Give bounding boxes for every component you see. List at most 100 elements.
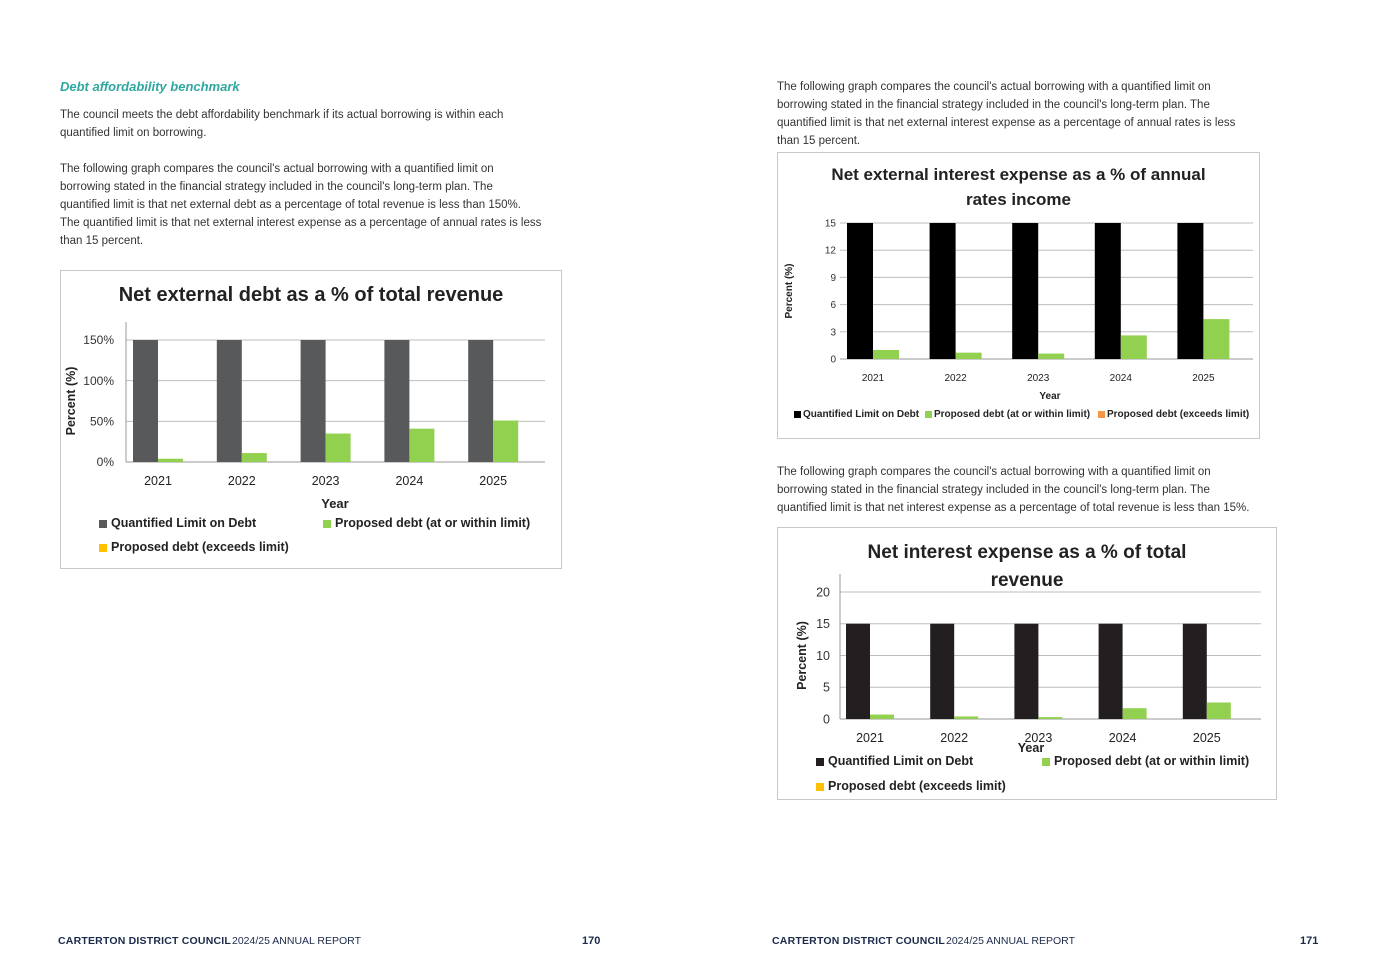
section-heading: Debt affordability benchmark bbox=[60, 79, 240, 94]
y-tick-label: 100% bbox=[83, 374, 114, 388]
x-tick-label: 2024 bbox=[1110, 373, 1133, 384]
legend-label: Proposed debt (at or within limit) bbox=[1054, 754, 1250, 768]
footer-report-title: 2024/25 ANNUAL REPORT bbox=[946, 935, 1075, 947]
y-tick-label: 10 bbox=[816, 649, 830, 663]
y-tick-label: 0 bbox=[823, 712, 830, 726]
legend-swatch bbox=[1098, 410, 1105, 418]
chart-title: Net external debt as a % of total revenu… bbox=[118, 284, 504, 306]
legend-label: Proposed debt (at or within limit) bbox=[335, 516, 531, 530]
legend-swatch bbox=[925, 410, 932, 418]
x-tick-label: 2021 bbox=[144, 474, 172, 488]
x-tick-label: 2021 bbox=[862, 373, 885, 384]
chart-title: Net interest expense as a % of total rev… bbox=[778, 539, 1276, 595]
chart-title: Net external interest expense as a % of … bbox=[778, 162, 1259, 212]
y-tick-label: 5 bbox=[823, 681, 830, 695]
bar-proposed-debt bbox=[493, 420, 519, 462]
y-tick-label: 15 bbox=[816, 617, 830, 631]
y-tick-label: 6 bbox=[830, 300, 836, 311]
x-axis-label: Year bbox=[1039, 391, 1060, 402]
legend-item-exceeds: Proposed debt (exceeds limit) bbox=[816, 779, 1006, 793]
x-axis-label: Year bbox=[321, 496, 348, 511]
x-tick-label: 2025 bbox=[1192, 373, 1215, 384]
y-tick-label: 20 bbox=[816, 585, 830, 599]
x-tick-label: 2023 bbox=[312, 474, 340, 488]
x-tick-label: 2025 bbox=[1193, 731, 1221, 745]
x-tick-label: 2023 bbox=[1024, 731, 1052, 745]
bar-quantified-limit bbox=[846, 623, 870, 719]
y-tick-label: 0% bbox=[97, 455, 115, 469]
bar-quantified-limit bbox=[1182, 623, 1207, 719]
legend-swatch bbox=[99, 519, 107, 528]
bar-quantified-limit bbox=[1177, 223, 1204, 359]
bar-quantified-limit bbox=[384, 340, 410, 462]
x-tick-label: 2022 bbox=[228, 474, 256, 488]
chart-title-text: Net external interest expense as a % of … bbox=[831, 165, 1206, 209]
bar-quantified-limit bbox=[1098, 623, 1123, 719]
bar-quantified-limit bbox=[1012, 223, 1039, 359]
bar-proposed-debt bbox=[870, 714, 894, 719]
legend-label: Quantified Limit on Debt bbox=[828, 754, 974, 768]
x-tick-label: 2022 bbox=[940, 731, 968, 745]
debt-benchmark-paragraph: The following graph compares the council… bbox=[60, 163, 542, 247]
y-tick-label: 3 bbox=[830, 327, 836, 338]
bar-quantified-limit bbox=[216, 340, 242, 462]
intro-paragraph: The council meets the debt affordability… bbox=[60, 109, 504, 139]
legend-label: Proposed debt (exceeds limit) bbox=[828, 779, 1006, 793]
bar-proposed-debt bbox=[1206, 702, 1231, 719]
bar-quantified-limit bbox=[133, 340, 158, 462]
y-tick-label: 12 bbox=[825, 246, 837, 257]
bar-quantified-limit bbox=[1014, 623, 1039, 719]
x-tick-label: 2023 bbox=[1027, 373, 1050, 384]
y-axis-label: Percent (%) bbox=[795, 621, 809, 690]
x-axis-label: Year bbox=[1018, 741, 1045, 755]
chart-title-text: Net interest expense as a % of total rev… bbox=[867, 542, 1187, 591]
x-tick-label: 2024 bbox=[395, 474, 423, 488]
bar-proposed-debt bbox=[158, 458, 183, 462]
y-tick-label: 0 bbox=[830, 355, 836, 366]
legend-item-within: Proposed debt (at or within limit) bbox=[925, 409, 1090, 420]
bar-proposed-debt bbox=[955, 352, 982, 359]
bar-proposed-debt bbox=[873, 349, 899, 359]
bar-quantified-limit bbox=[929, 223, 956, 359]
legend-item-limit: Quantified Limit on Debt bbox=[99, 516, 256, 530]
chart-net-external-debt: Net external debt as a % of total revenu… bbox=[60, 270, 562, 569]
bar-proposed-debt bbox=[409, 428, 435, 462]
legend-swatch bbox=[816, 757, 824, 766]
legend-label: Proposed debt (exceeds limit) bbox=[1107, 409, 1250, 420]
bar-quantified-limit bbox=[300, 340, 326, 462]
footer-page-number: 170 bbox=[582, 935, 601, 947]
interest-rates-paragraph: The following graph compares the council… bbox=[777, 81, 1236, 147]
legend-item-exceeds: Proposed debt (exceeds limit) bbox=[1098, 409, 1249, 420]
footer-page-number: 171 bbox=[1300, 935, 1319, 947]
bar-proposed-debt bbox=[1120, 335, 1147, 359]
y-tick-label: 15 bbox=[825, 219, 837, 230]
bar-proposed-debt bbox=[1203, 319, 1230, 359]
y-axis-label: Percent (%) bbox=[784, 263, 795, 318]
legend-swatch bbox=[794, 410, 801, 418]
legend-label: Proposed debt (exceeds limit) bbox=[111, 540, 289, 554]
x-tick-label: 2022 bbox=[944, 373, 967, 384]
chart-interest-revenue: Net interest expense as a % of total rev… bbox=[777, 527, 1277, 800]
legend-label: Quantified Limit on Debt bbox=[111, 516, 257, 530]
legend-item-within: Proposed debt (at or within limit) bbox=[1042, 754, 1249, 768]
chart-interest-rates-income: Net external interest expense as a % of … bbox=[777, 152, 1260, 439]
x-tick-label: 2021 bbox=[856, 731, 884, 745]
legend-item-exceeds: Proposed debt (exceeds limit) bbox=[99, 540, 289, 554]
bar-proposed-debt bbox=[1122, 708, 1147, 719]
bar-quantified-limit bbox=[847, 223, 873, 359]
footer-council-name: CARTERTON DISTRICT COUNCIL bbox=[772, 935, 945, 947]
footer-report-title: 2024/25 ANNUAL REPORT bbox=[232, 935, 361, 947]
legend-swatch bbox=[99, 543, 107, 552]
interest-revenue-paragraph: The following graph compares the council… bbox=[777, 466, 1250, 514]
legend-label: Proposed debt (at or within limit) bbox=[934, 409, 1091, 420]
bar-quantified-limit bbox=[930, 623, 955, 719]
legend-swatch bbox=[816, 782, 824, 791]
legend-item-limit: Quantified Limit on Debt bbox=[794, 409, 919, 420]
y-tick-label: 50% bbox=[90, 415, 114, 429]
bar-proposed-debt bbox=[1038, 353, 1065, 359]
legend-label: Quantified Limit on Debt bbox=[803, 409, 920, 420]
y-tick-label: 150% bbox=[83, 333, 114, 347]
